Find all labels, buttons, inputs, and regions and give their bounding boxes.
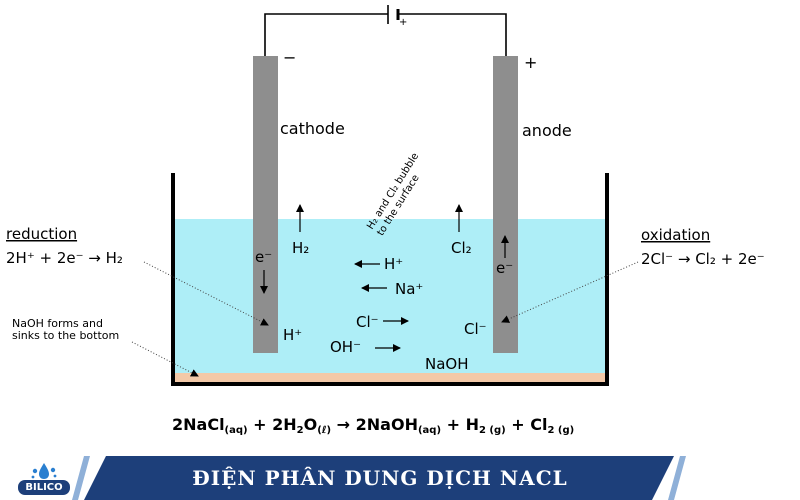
banner-stripe-right: [668, 456, 686, 500]
electron-anode-label: e⁻: [496, 259, 513, 277]
anode-sign: +: [524, 53, 537, 72]
logo-text: BILICO: [18, 480, 70, 495]
electron-cathode-label: e⁻: [255, 248, 272, 266]
oxidation-pointer: [501, 261, 639, 323]
oxidation-label: oxidation: [641, 226, 710, 244]
na-plus-label: Na⁺: [395, 280, 423, 298]
cathode-sign: −: [283, 48, 296, 67]
battery-circuit: +: [264, 5, 507, 56]
naoh-note-line2: sinks to the bottom: [12, 329, 119, 342]
bilico-logo: BILICO: [6, 458, 70, 496]
oxidation-equation: 2Cl⁻ → Cl₂ + 2e⁻: [641, 250, 765, 268]
electrolyte-solution: [175, 219, 606, 383]
naoh-note-line1: NaOH forms and: [12, 317, 103, 330]
naoh-label: NaOH: [425, 355, 469, 373]
footer-banner: BILICO ĐIỆN PHÂN DUNG DỊCH NACL: [0, 452, 800, 500]
banner-band: [84, 456, 674, 500]
h-plus-label: H⁺: [384, 255, 403, 273]
reduction-label: reduction: [6, 225, 77, 243]
wire-right: [398, 13, 507, 56]
reduction-equation: 2H⁺ + 2e⁻ → H₂: [6, 249, 123, 267]
cl2-label: Cl₂: [451, 239, 472, 257]
reduction-pointer: [143, 261, 269, 326]
water-splash-icon: [31, 463, 57, 479]
cl-minus-label: Cl⁻: [356, 313, 379, 331]
battery-plus-sign: +: [399, 17, 407, 28]
anode-label: anode: [522, 121, 572, 140]
cathode-electrode: [253, 56, 278, 353]
naoh-pointer: [131, 341, 199, 377]
naoh-sediment: [175, 373, 606, 382]
oh-minus-label: OH⁻: [330, 338, 361, 356]
cl-minus-anode-label: Cl⁻: [464, 320, 487, 338]
overall-equation: 2NaCl(aq) + 2H2O(ℓ) → 2NaOH(aq) + H2 (g)…: [172, 415, 574, 436]
banner-title: ĐIỆN PHÂN DUNG DỊCH NACL: [192, 466, 568, 490]
wire-left: [264, 13, 388, 56]
beaker: [171, 173, 609, 386]
h2-label: H₂: [292, 239, 309, 257]
anode-electrode: [493, 56, 518, 353]
cathode-label: cathode: [280, 119, 345, 138]
h-plus-cathode-label: H⁺: [283, 326, 302, 344]
